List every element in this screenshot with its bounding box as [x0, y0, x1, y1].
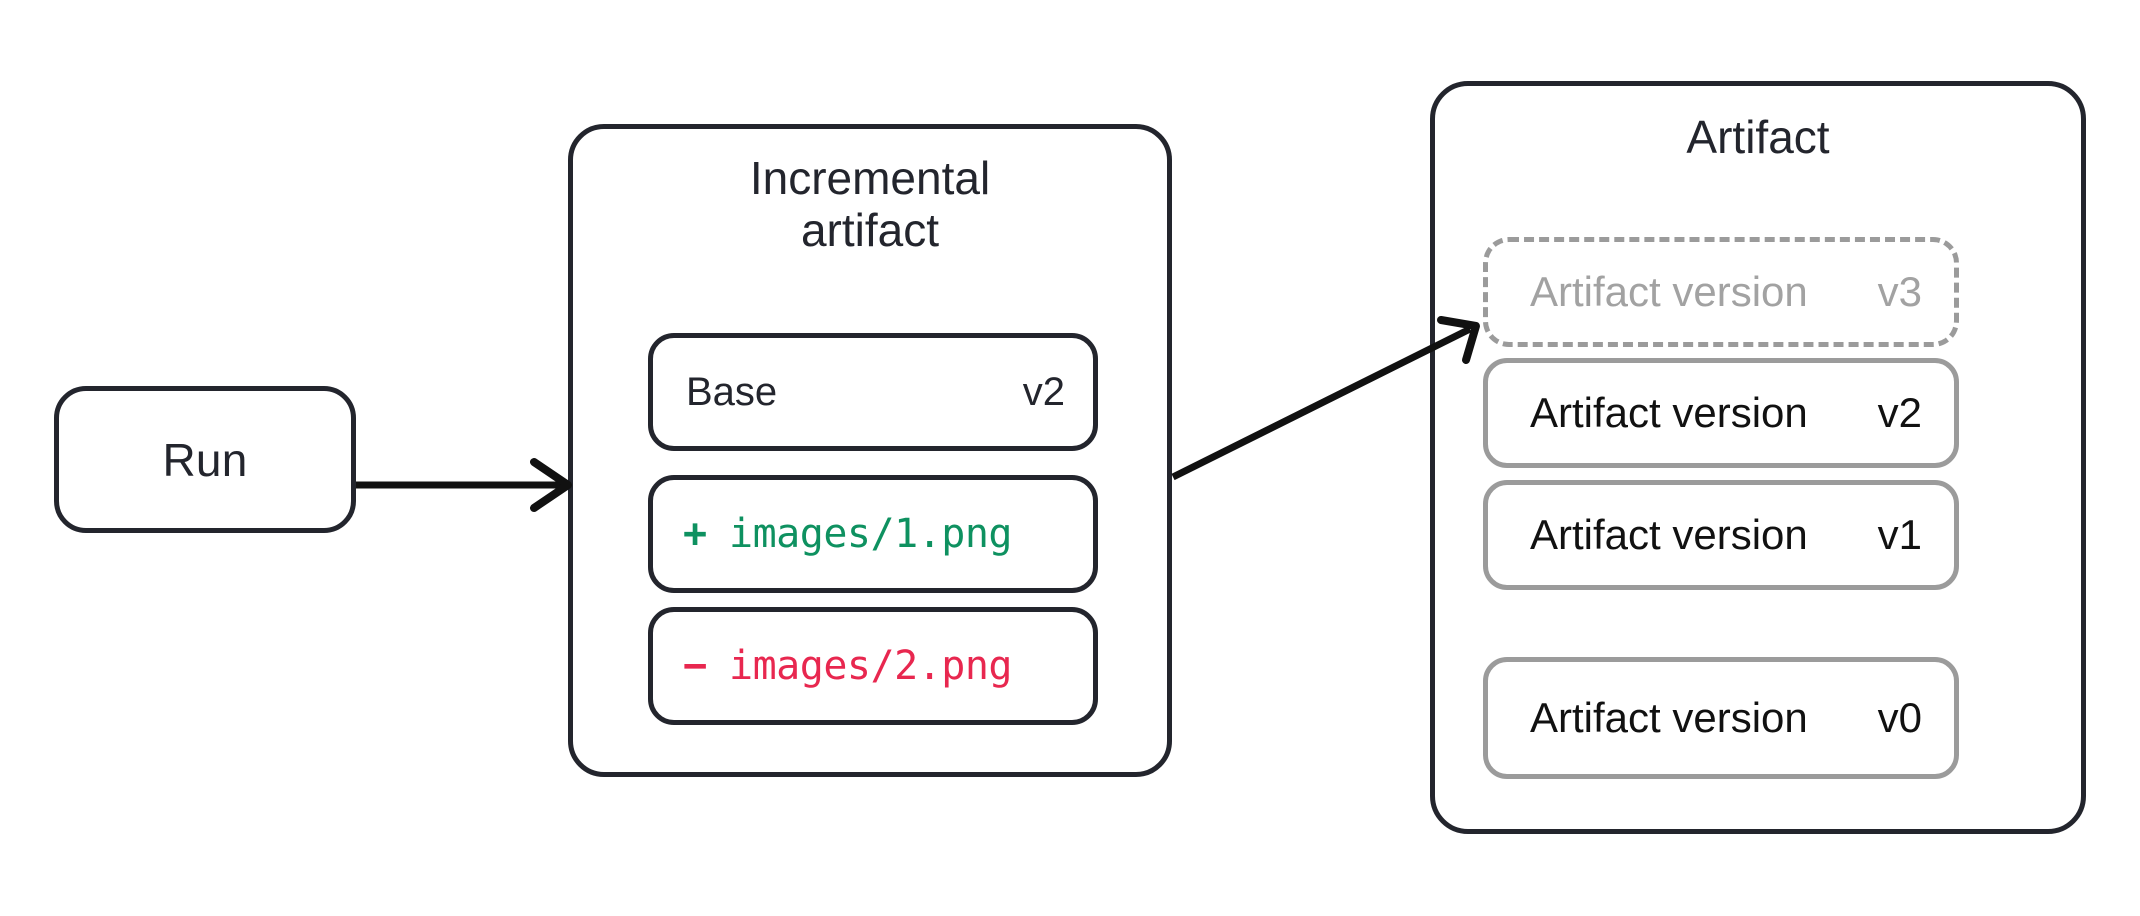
base-row-label: Base: [686, 369, 778, 414]
run-to-incremental-arrow: [356, 458, 572, 512]
artifact-version-number: v0: [1877, 694, 1922, 741]
artifact-version-row-v1[interactable]: Artifact version v1: [1483, 480, 1959, 590]
base-row-version: v2: [1022, 369, 1065, 414]
plus-icon: +: [683, 511, 708, 557]
added-file-path: images/1.png: [729, 511, 1012, 557]
artifact-title: Artifact: [1686, 111, 1830, 163]
removed-file-path: images/2.png: [729, 643, 1012, 689]
artifact-version-row-v0[interactable]: Artifact version v0: [1483, 657, 1959, 779]
base-row[interactable]: Base v2: [648, 333, 1098, 451]
incremental-artifact-node[interactable]: Incremental artifact Base v2 + images/1.…: [568, 124, 1172, 777]
removed-file-row[interactable]: − images/2.png: [648, 607, 1098, 725]
run-label: Run: [162, 433, 248, 486]
artifact-version-label: Artifact version: [1530, 511, 1808, 558]
minus-icon: −: [683, 643, 708, 689]
artifact-version-number: v2: [1877, 389, 1922, 436]
run-node[interactable]: Run: [54, 386, 356, 533]
artifact-version-row-v3[interactable]: Artifact version v3: [1483, 237, 1959, 347]
artifact-version-label: Artifact version: [1530, 389, 1808, 436]
artifact-version-label: Artifact version: [1530, 694, 1808, 741]
arrowhead-icon: [530, 458, 572, 512]
artifact-version-row-v2[interactable]: Artifact version v2: [1483, 358, 1959, 468]
artifact-node[interactable]: Artifact Artifact version v3 Artifact ve…: [1430, 81, 2086, 834]
incremental-artifact-title-line2: artifact: [800, 203, 940, 256]
artifact-version-number: v3: [1877, 268, 1922, 315]
incremental-artifact-title-line1: Incremental: [749, 152, 991, 204]
added-file-row[interactable]: + images/1.png: [648, 475, 1098, 593]
incremental-artifact-title: Incremental artifact: [573, 152, 1167, 256]
artifact-version-label: Artifact version: [1530, 268, 1808, 315]
artifact-version-number: v1: [1877, 511, 1922, 558]
